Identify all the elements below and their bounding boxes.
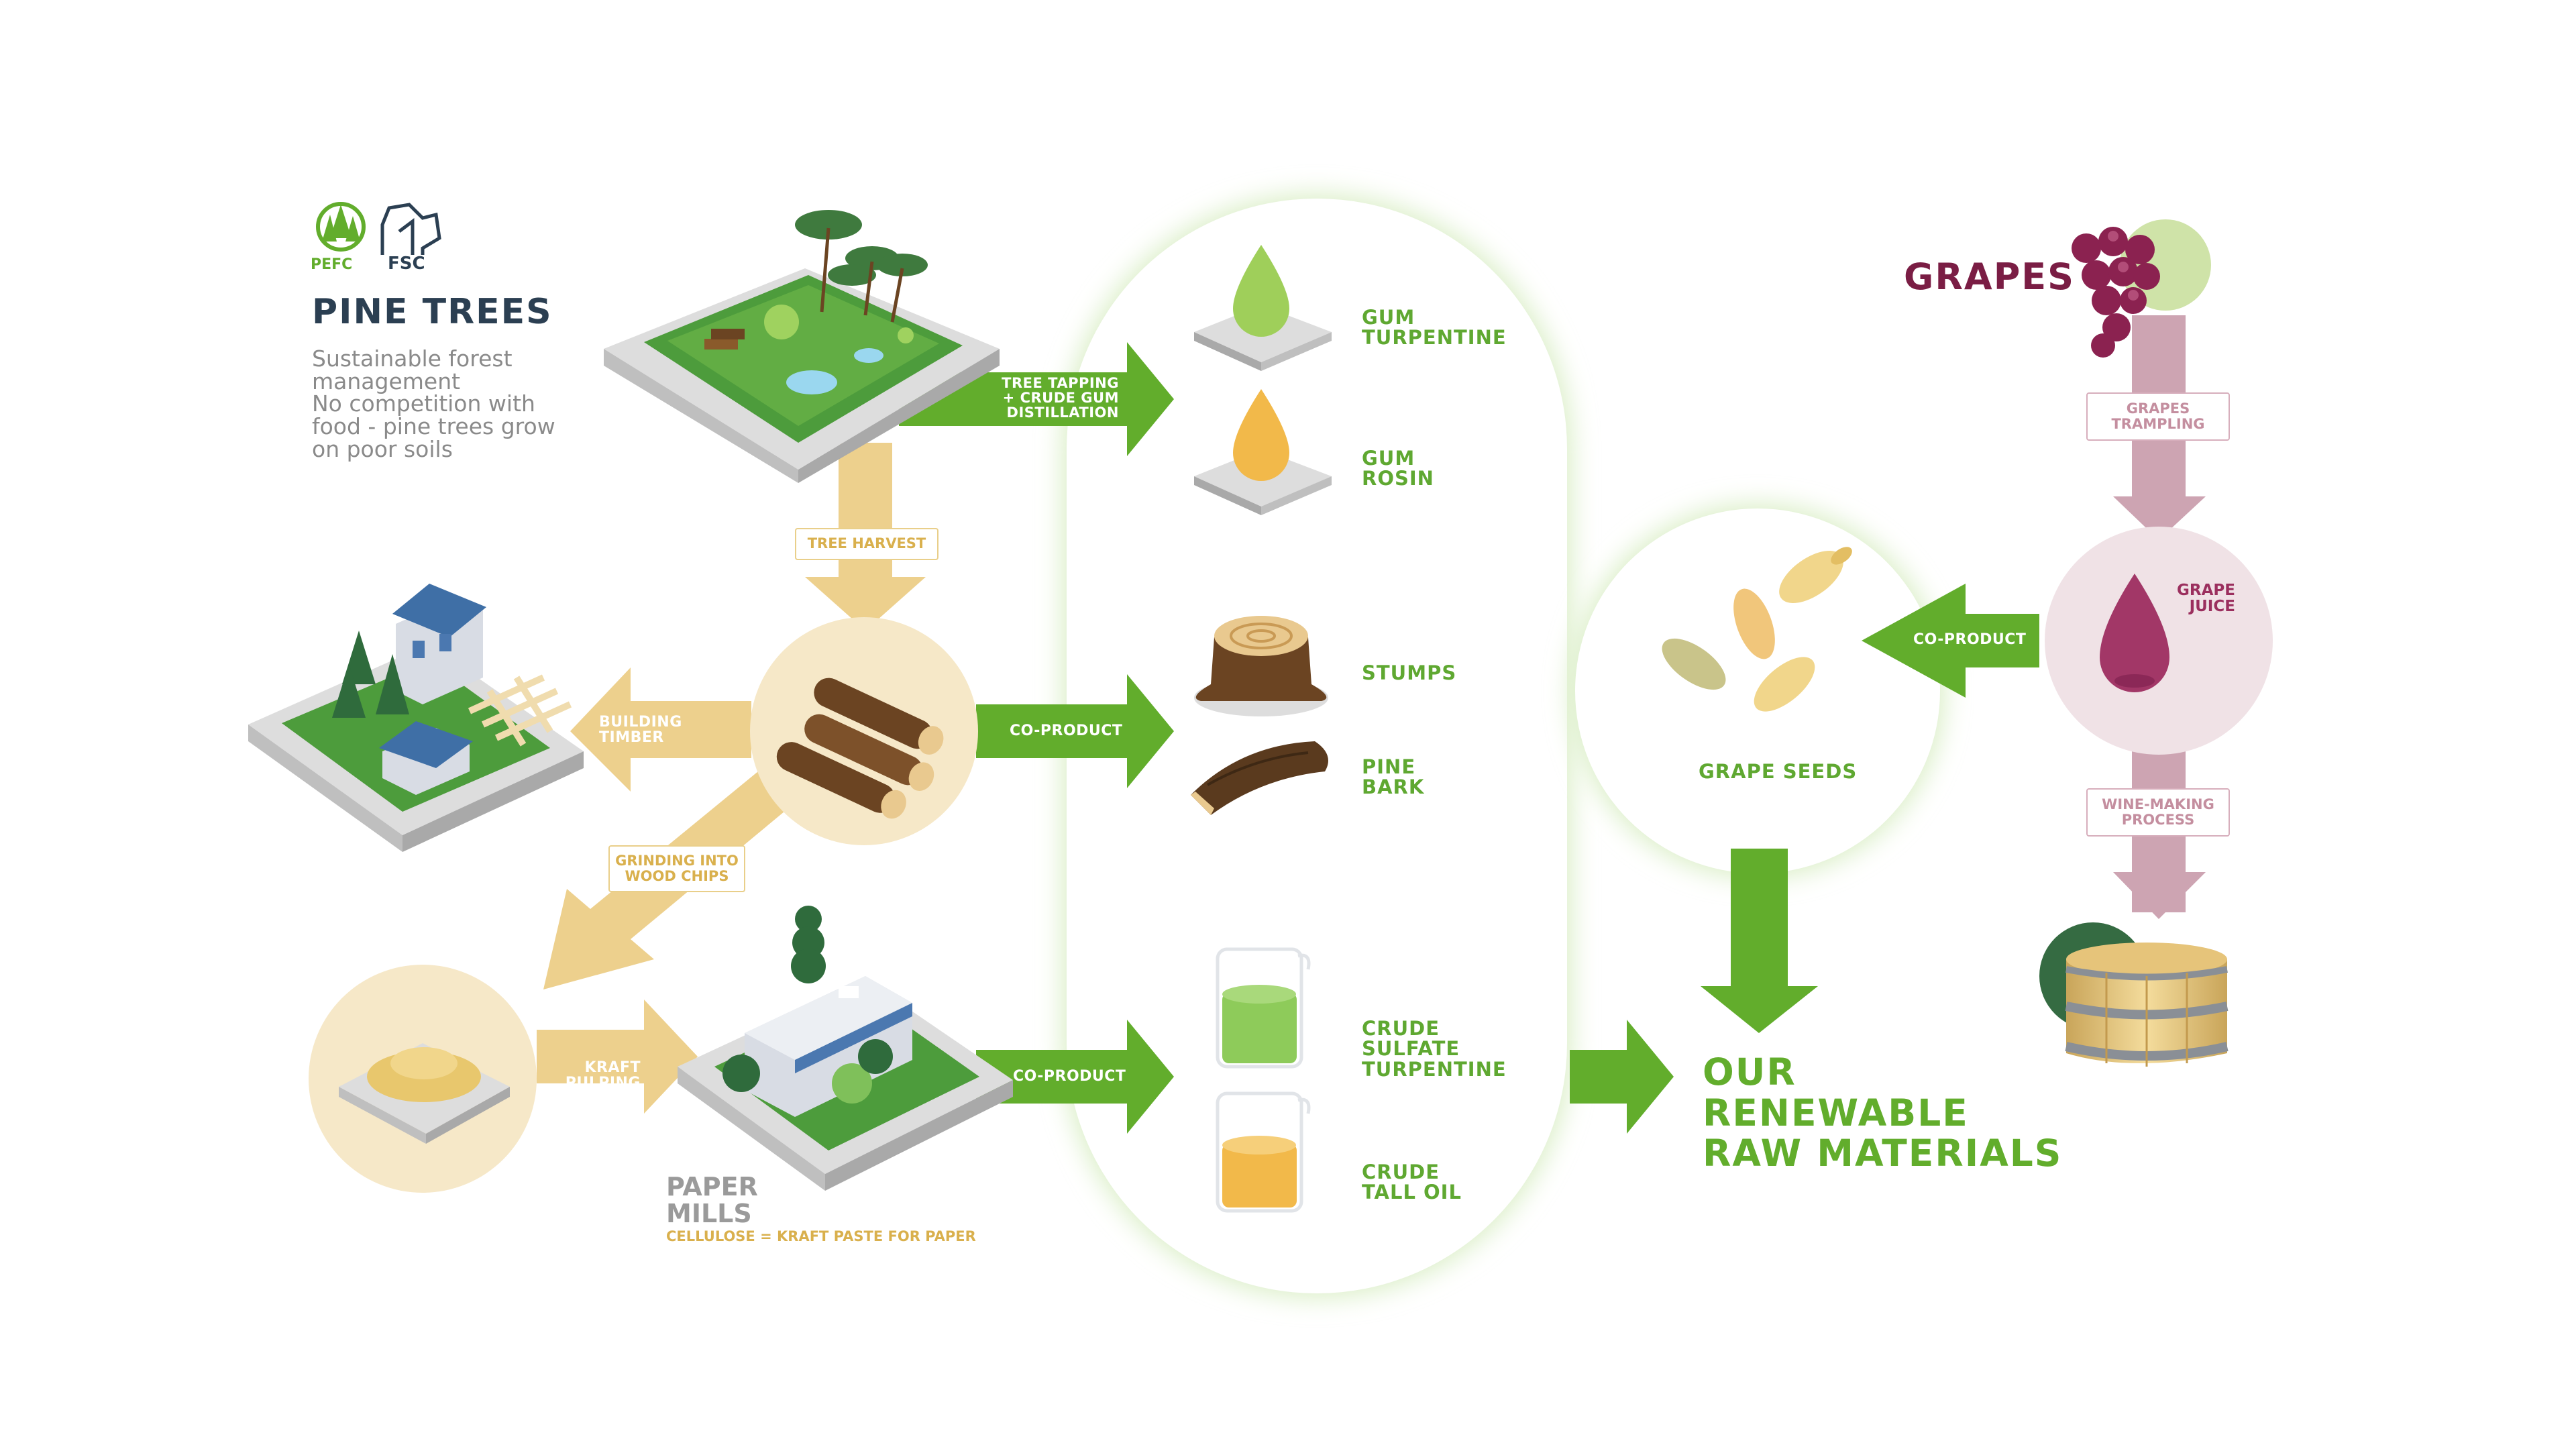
- co-product-mill-label: CO-PRODUCT: [1013, 1068, 1126, 1085]
- grinding-tag: GRINDING INTO WOOD CHIPS: [608, 845, 745, 892]
- arrow-to-raw-materials: [1570, 1020, 1674, 1134]
- fsc-logo: [380, 203, 441, 255]
- co-product-grapes-label: CO-PRODUCT: [1913, 631, 2027, 648]
- kraft-pulping-label: KRAFT PULPING: [565, 1059, 641, 1092]
- arrow-tree-tapping: [899, 342, 1174, 456]
- gum-rosin-label: GUM ROSIN: [1362, 447, 1434, 490]
- paper-mill-tile: [678, 906, 1013, 1191]
- houses-tile: [248, 584, 584, 852]
- grapes-title: GRAPES: [1904, 256, 2076, 298]
- stumps-label: STUMPS: [1362, 661, 1457, 684]
- arrow-co-product-grapes: [1862, 584, 2039, 698]
- crude-sulfate-turpentine-label: CRUDE SULFATE TURPENTINE: [1362, 1017, 1507, 1081]
- forest-tile: [604, 210, 1000, 483]
- gum-turpentine-label: GUM TURPENTINE: [1362, 306, 1507, 350]
- arrow-co-product-logs: [976, 674, 1174, 788]
- tree-harvest-tag: TREE HARVEST: [795, 528, 938, 560]
- arrow-building-timber: [570, 667, 751, 792]
- gum-turpentine-icon: [1194, 245, 1332, 371]
- arrow-kraft-pulping: [537, 1000, 698, 1114]
- crude-sulfate-turpentine-icon: [1216, 947, 1311, 1069]
- tree-tapping-label: TREE TAPPING + CRUDE GUM DISTILLATION: [1002, 375, 1119, 421]
- pefc-logo: [316, 202, 366, 252]
- stumps-icon: [1194, 616, 1328, 716]
- grape-seeds-icon: [1662, 547, 1852, 712]
- arrow-seeds-down: [1701, 849, 1818, 1033]
- pine-bark-icon: [1191, 741, 1328, 815]
- paper-mills-subtitle: CELLULOSE = KRAFT PASTE FOR PAPER: [666, 1228, 976, 1244]
- grapes-trampling-tag: GRAPES TRAMPLING: [2086, 392, 2230, 441]
- grape-juice-label: GRAPE JUICE: [2177, 582, 2235, 616]
- wine-making-tag: WINE-MAKING PROCESS: [2086, 788, 2230, 837]
- crude-tall-oil-icon: [1216, 1091, 1311, 1213]
- grapes-icon: [2072, 219, 2211, 358]
- pine-bark-label: PINE BARK: [1362, 755, 1425, 799]
- logs-circle: [750, 617, 978, 845]
- renewable-raw-materials-title: OUR RENEWABLE RAW MATERIALS: [1703, 1051, 2063, 1175]
- wood-chips-circle: [309, 965, 537, 1193]
- building-timber-label: BUILDING TIMBER: [599, 714, 682, 747]
- pine-trees-title: PINE TREES: [312, 292, 553, 332]
- gum-rosin-icon: [1194, 389, 1332, 515]
- fsc-logo-label: FSC: [388, 254, 425, 274]
- grape-seeds-label: GRAPE SEEDS: [1699, 760, 1858, 783]
- pefc-logo-label: PEFC: [311, 256, 353, 273]
- barrel-icon: [2039, 922, 2229, 1067]
- pine-trees-description: Sustainable forest management No competi…: [312, 345, 555, 462]
- grape-juice-circle: [2045, 527, 2273, 755]
- paper-mills-title: PAPER MILLS: [666, 1172, 758, 1228]
- crude-tall-oil-label: CRUDE TALL OIL: [1362, 1161, 1462, 1204]
- co-product-logs-label: CO-PRODUCT: [1010, 722, 1123, 739]
- arrow-co-product-mill: [976, 1020, 1174, 1134]
